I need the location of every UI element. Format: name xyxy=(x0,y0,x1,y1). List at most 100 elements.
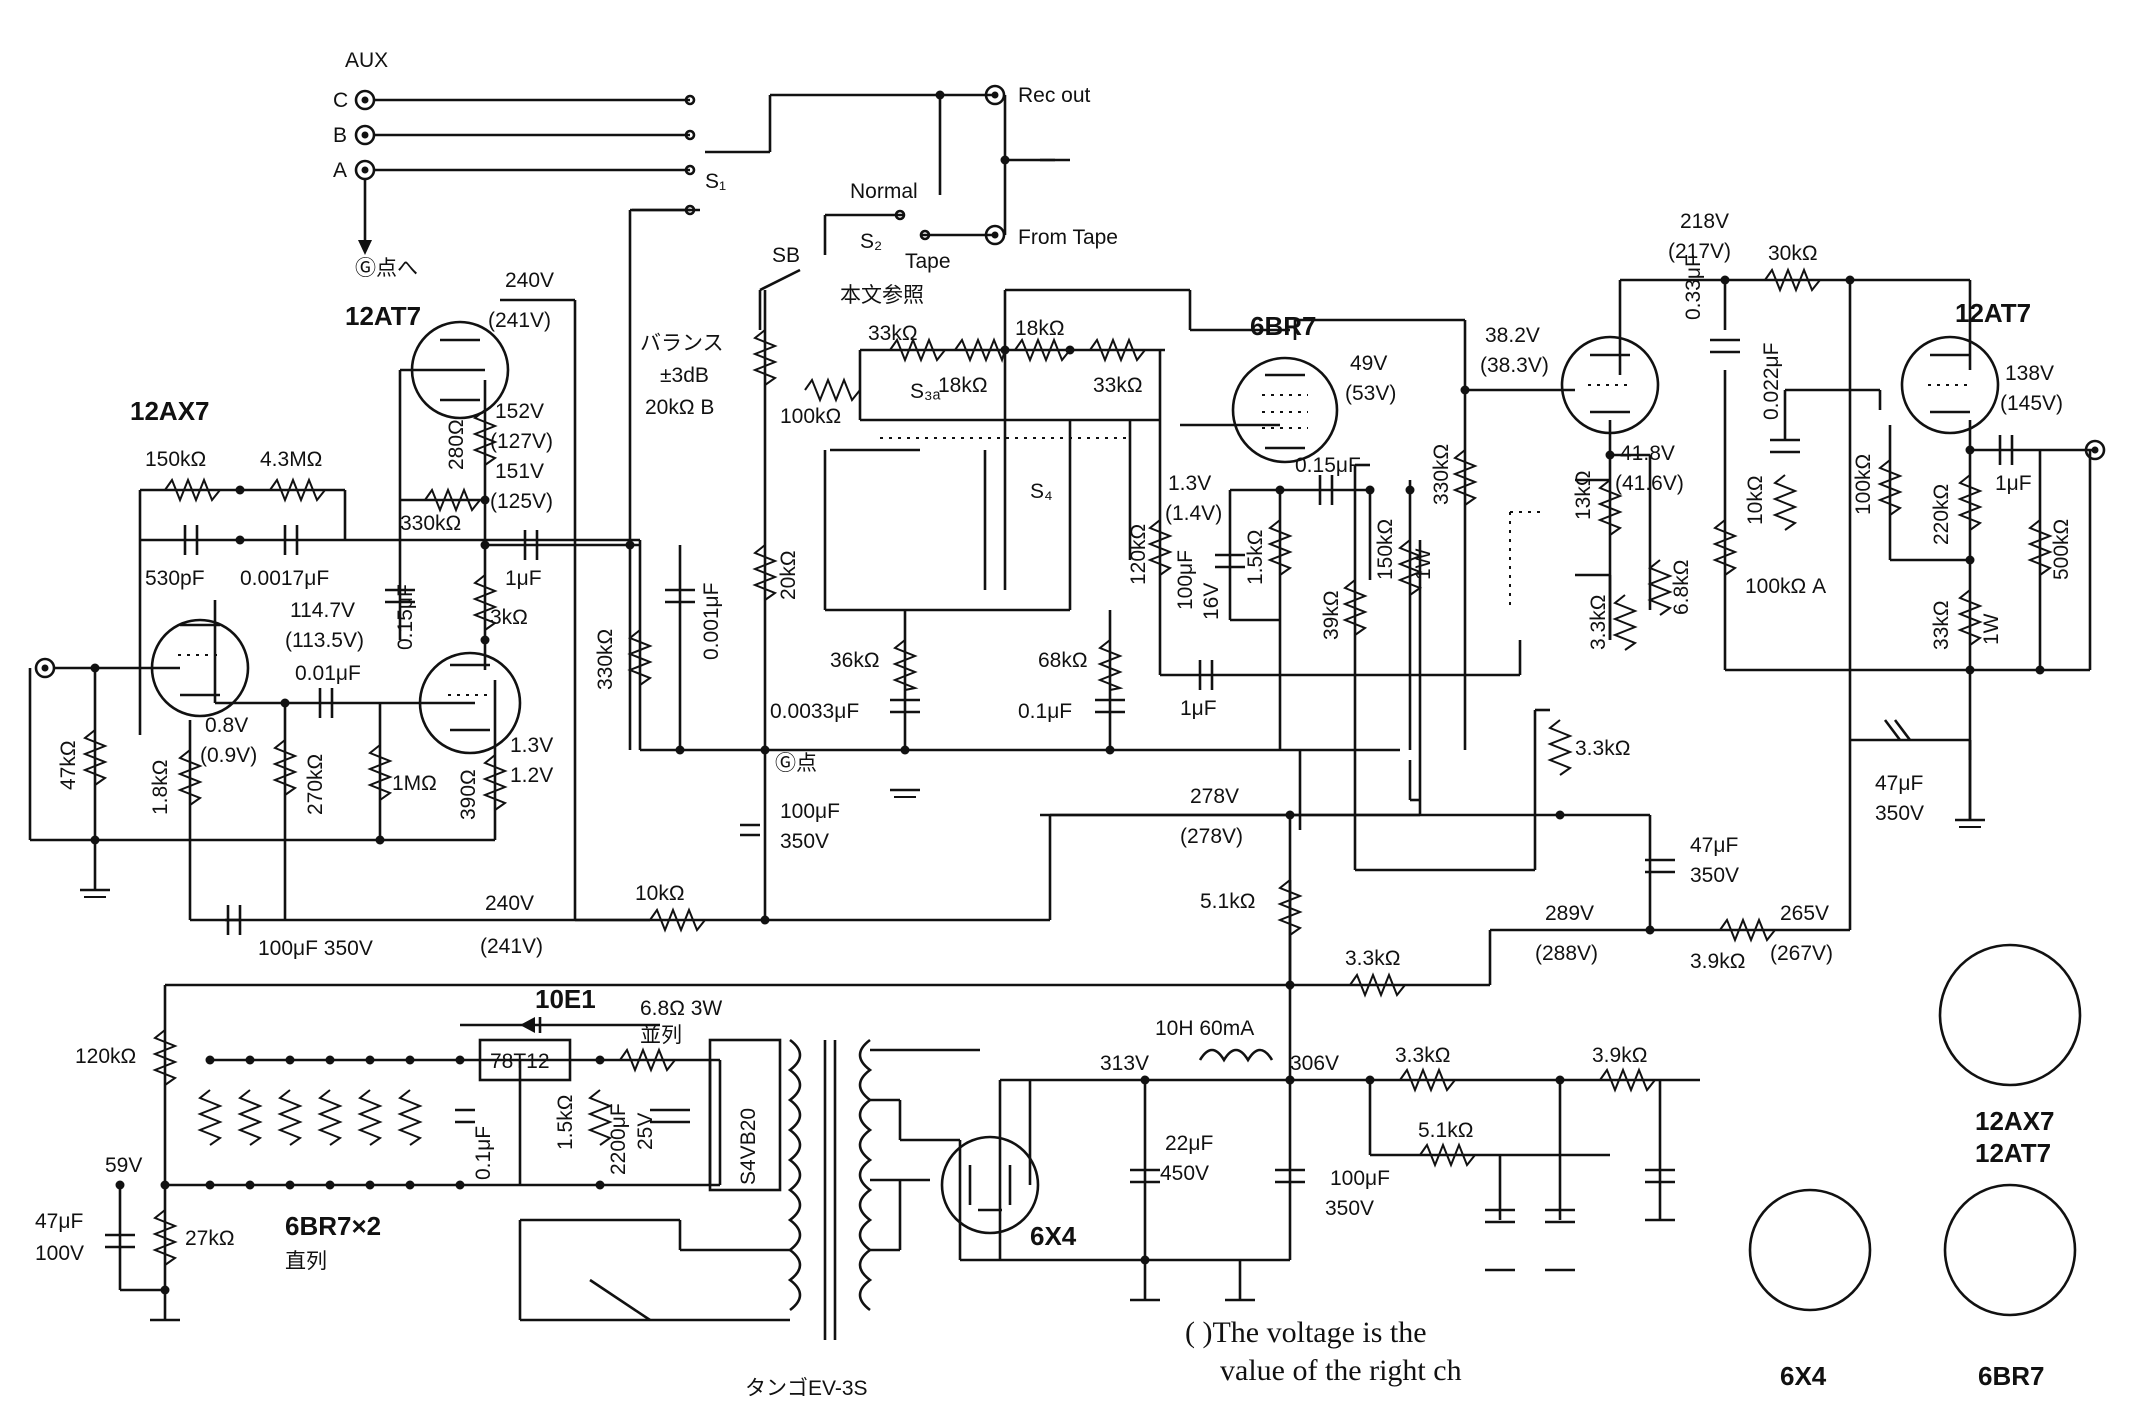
heater-note: 直列 xyxy=(285,1250,327,1273)
balance-range: ±3dB xyxy=(660,364,709,387)
resistor-label: 20kΩ xyxy=(777,550,800,600)
tube-label-v2: 12AT7 xyxy=(345,301,421,331)
junction-dots xyxy=(90,90,2045,1295)
resistor-label: 330kΩ xyxy=(1430,444,1453,505)
resistor-label: 100kΩ A xyxy=(1745,575,1826,598)
resistor-label: 3.9kΩ xyxy=(1592,1044,1647,1067)
tube-v2-12at7-upper xyxy=(410,320,510,420)
from-tape-label: From Tape xyxy=(1018,226,1118,249)
resistor-label: 390Ω xyxy=(457,769,480,820)
capacitor-label: 450V xyxy=(1160,1162,1209,1185)
voltage-label: (1.4V) xyxy=(1165,502,1222,525)
capacitor-label: 0.022μF xyxy=(1760,343,1783,420)
voltage-label: (125V) xyxy=(490,490,553,513)
pinout-label: 6BR7 xyxy=(1978,1361,2044,1391)
resistor-label: 1.5kΩ xyxy=(554,1095,577,1150)
g-point-label: Ⓖ点 xyxy=(775,752,817,775)
switch-normal: Normal xyxy=(850,180,918,203)
voltage-label: 218V xyxy=(1680,210,1729,233)
voltage-label: 278V xyxy=(1190,785,1239,808)
capacitor-label: 0.15μF xyxy=(1295,454,1361,477)
pinout-label: 12AX7 xyxy=(1975,1106,2055,1136)
voltage-label: (267V) xyxy=(1770,942,1833,965)
resistor-label: 39kΩ xyxy=(1320,590,1343,640)
voltage-label: (127V) xyxy=(490,430,553,453)
capacitor-label: 100μF xyxy=(1174,550,1197,610)
capacitor-label: 530pF xyxy=(145,567,205,590)
resistor-label: 120kΩ xyxy=(75,1045,136,1068)
tube-label-heater: 6BR7×2 xyxy=(285,1211,381,1241)
tube-v2-12at7-lower xyxy=(418,651,522,755)
resistor-label: 33kΩ xyxy=(1093,374,1143,397)
voltage-label: 41.8V xyxy=(1620,442,1675,465)
regulator-label: 78T12 xyxy=(490,1050,550,1073)
aux-a: A xyxy=(333,159,347,182)
switch-linkage xyxy=(880,437,1545,610)
voltage-label: 1.3V xyxy=(510,734,553,757)
resistor-label: 4.3MΩ xyxy=(260,448,322,471)
tube-label-v4: 12AT7 xyxy=(1955,298,2031,328)
resistor-label: 36kΩ xyxy=(830,649,880,672)
resistor-label: 100kΩ xyxy=(1852,454,1875,515)
resistor-label: 10kΩ xyxy=(1744,475,1767,525)
resistor-label: 1W xyxy=(1980,613,2003,645)
voltage-label: 1.3V xyxy=(1168,472,1211,495)
voltage-label: 306V xyxy=(1290,1052,1339,1075)
aux-to-g: Ⓖ点へ xyxy=(355,257,418,280)
voltage-label: 240V xyxy=(505,269,554,292)
resistor-label: 120kΩ xyxy=(1127,524,1150,585)
capacitor-label: 350V xyxy=(1875,802,1924,825)
tube-v4-12at7-left xyxy=(1560,335,1660,435)
capacitor-label: 0.15μF xyxy=(394,584,417,650)
capacitor-label: 2200μF xyxy=(607,1103,630,1175)
resistor-label: 47kΩ xyxy=(57,740,80,790)
choke-label: 10H 60mA xyxy=(1155,1017,1254,1040)
power-blocks xyxy=(478,1017,1274,1340)
capacitor-label: 0.1μF xyxy=(472,1126,495,1180)
voltage-label: (41.6V) xyxy=(1615,472,1684,495)
tube-v1-12ax7 xyxy=(150,618,250,718)
voltage-label: (145V) xyxy=(2000,392,2063,415)
aux-b: B xyxy=(333,124,347,147)
resistor-label: 6.8kΩ xyxy=(1670,560,1693,615)
resistor-note: 並列 xyxy=(640,1024,682,1047)
voltage-label: (217V) xyxy=(1668,240,1731,263)
resistor-label: 6.8Ω 3W xyxy=(640,997,722,1020)
capacitor-label: 47μF xyxy=(1690,834,1738,857)
capacitor-label: 0.1μF xyxy=(1018,700,1072,723)
resistor-label: 500kΩ xyxy=(2050,519,2073,580)
tube-label-v3: 6BR7 xyxy=(1250,311,1316,341)
balance-pot: 20kΩ B xyxy=(645,396,714,419)
voltage-note-line2: value of the right ch xyxy=(1220,1354,1462,1387)
switch-s3a: S₃ₐ xyxy=(910,380,941,403)
capacitor-label: 100μF xyxy=(1330,1167,1390,1190)
pinout-label: 6X4 xyxy=(1780,1361,1827,1391)
balance-label: バランス xyxy=(640,332,724,355)
voltage-label: 152V xyxy=(495,400,544,423)
voltage-label: (288V) xyxy=(1535,942,1598,965)
capacitor-label: 25V xyxy=(634,1113,657,1150)
resistor-label: 5.1kΩ xyxy=(1200,890,1255,913)
voltage-label: 114.7V xyxy=(290,599,355,622)
capacitor-label: 350V xyxy=(780,830,829,853)
resistor-label: 10kΩ xyxy=(635,882,685,905)
capacitor-label: 0.0017μF xyxy=(240,567,329,590)
aux-c: C xyxy=(333,89,348,112)
capacitor-label: 0.01μF xyxy=(295,662,361,685)
voltage-label: 289V xyxy=(1545,902,1594,925)
voltage-label: 151V xyxy=(495,460,544,483)
resistor-symbols xyxy=(82,267,2053,1266)
pinout-label: 12AT7 xyxy=(1975,1138,2051,1168)
voltage-label: (113.5V) xyxy=(285,629,364,652)
resistor-label: 280Ω xyxy=(445,419,468,470)
switch-sb: SB xyxy=(772,244,800,267)
resistor-label: 3kΩ xyxy=(490,606,528,629)
bridge-label: S4VB20 xyxy=(737,1108,760,1185)
capacitor-label: 0.0033μF xyxy=(770,700,859,723)
resistor-label: 3.3kΩ xyxy=(1587,595,1610,650)
voltage-label: 49V xyxy=(1350,352,1387,375)
resistor-label: 220kΩ xyxy=(1930,484,1953,545)
voltage-label: (278V) xyxy=(1180,825,1243,848)
capacitor-label: 350V xyxy=(1325,1197,1374,1220)
